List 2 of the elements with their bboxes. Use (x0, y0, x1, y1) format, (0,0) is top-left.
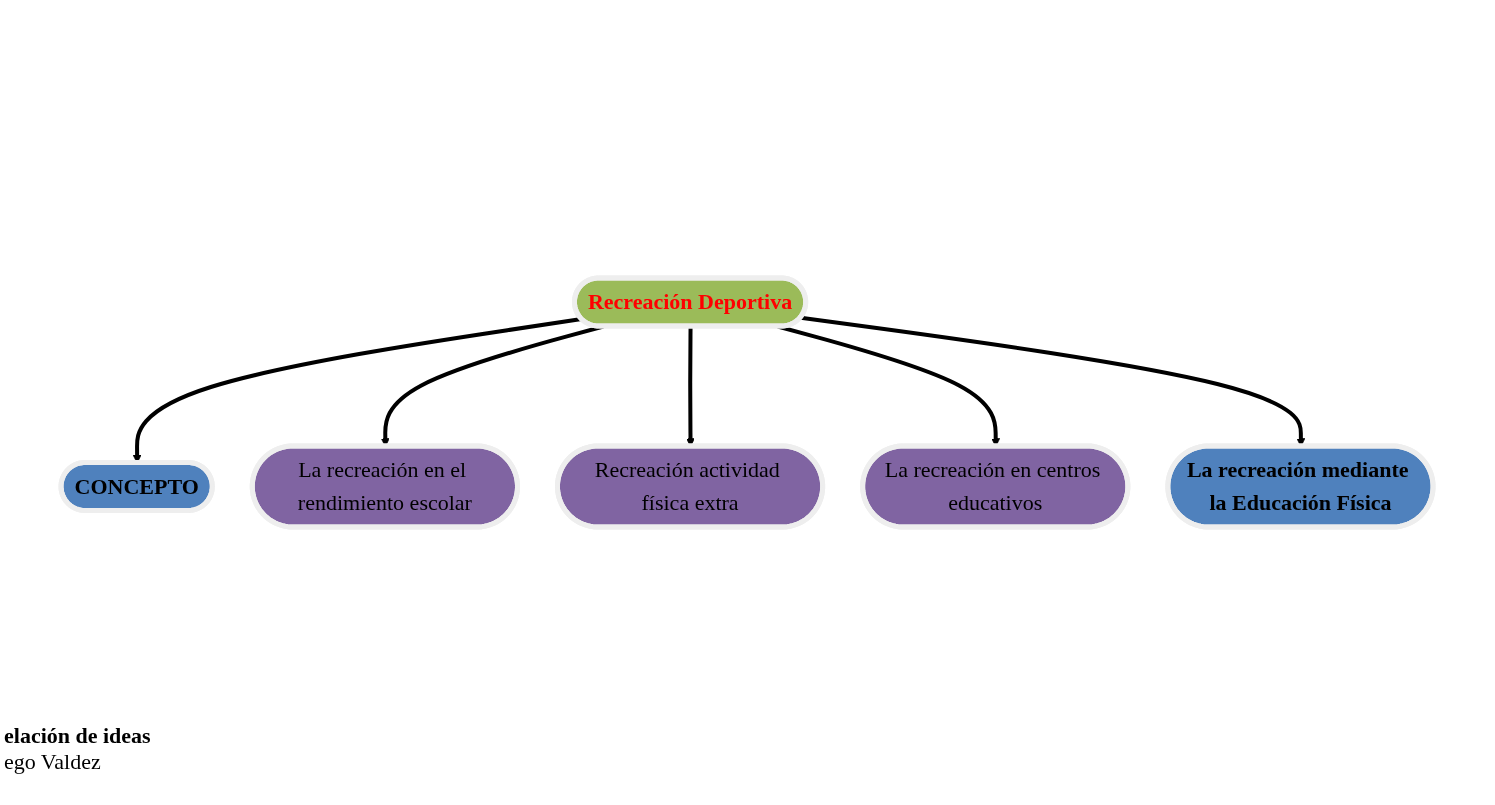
note-text: ego Valdez (4, 749, 102, 775)
note-text: elación de ideas (4, 723, 151, 749)
